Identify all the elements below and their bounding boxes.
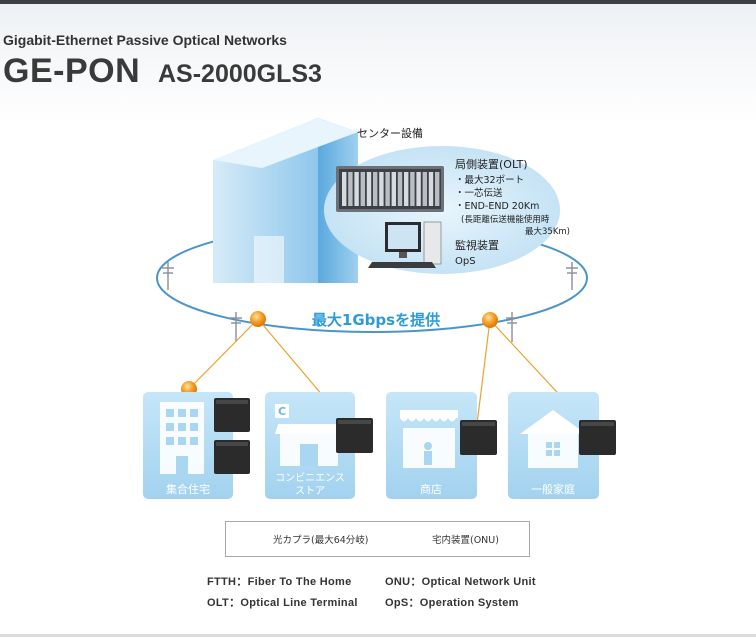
olt-slot bbox=[410, 172, 415, 206]
utility-pole-icon bbox=[566, 262, 578, 290]
building-convenience-store: C コンビニエンス ストア bbox=[265, 392, 355, 499]
onu-device-icon bbox=[336, 418, 373, 453]
olt-note-long-distance: (長距離伝送機能使用時 bbox=[461, 214, 550, 225]
olt-spec-ports: ・最大32ポート bbox=[455, 174, 524, 186]
header-background bbox=[0, 4, 756, 124]
building-label-convenience-line2: ストア bbox=[295, 486, 325, 497]
page-subtitle: Gigabit-Ethernet Passive Optical Network… bbox=[3, 32, 287, 48]
building-shop: 商店 bbox=[386, 392, 477, 499]
legend-coupler-label: 光カプラ(最大64分岐) bbox=[273, 535, 369, 546]
olt-device-icon bbox=[336, 166, 444, 212]
abbr-ftth: FTTH：Fiber To The Home bbox=[207, 576, 352, 588]
olt-slot bbox=[435, 172, 440, 206]
building-house: 一般家庭 bbox=[508, 392, 599, 499]
ops-label: OpS bbox=[455, 256, 476, 267]
store-sign-letter: C bbox=[278, 405, 286, 418]
olt-note-max: 最大35Km) bbox=[525, 226, 570, 237]
olt-slot bbox=[422, 172, 427, 206]
olt-slot bbox=[404, 172, 409, 206]
model-name: AS-2000GLS3 bbox=[158, 60, 322, 88]
ops-title: 監視装置 bbox=[455, 238, 499, 252]
olt-title: 局側装置(OLT) bbox=[455, 158, 528, 171]
building-label-shop: 商店 bbox=[420, 482, 442, 496]
onu-device-icon bbox=[460, 420, 497, 455]
ops-pc-icon bbox=[368, 221, 442, 268]
page-title: GE-PON bbox=[3, 52, 141, 90]
onu-device-icon bbox=[579, 420, 616, 455]
top-rule bbox=[0, 0, 756, 4]
building-label-apartment: 集合住宅 bbox=[166, 482, 210, 496]
abbr-ops: OpS：Operation System bbox=[385, 597, 519, 609]
olt-slot bbox=[373, 172, 378, 206]
onu-device-icon bbox=[214, 398, 250, 432]
utility-pole-icon bbox=[506, 312, 518, 342]
abbr-olt: OLT：Optical Line Terminal bbox=[207, 597, 358, 609]
optical-coupler-icon bbox=[250, 311, 266, 327]
olt-slot bbox=[342, 172, 347, 206]
abbr-onu: ONU：Optical Network Unit bbox=[385, 576, 536, 588]
utility-pole-icon bbox=[162, 262, 174, 290]
olt-slot bbox=[428, 172, 434, 206]
optical-coupler-icon bbox=[482, 312, 498, 328]
olt-slot bbox=[360, 172, 365, 206]
olt-slot bbox=[391, 172, 396, 206]
olt-slot bbox=[385, 172, 390, 206]
olt-spec-single-fiber: ・一芯伝送 bbox=[455, 187, 503, 199]
building-label-convenience-line1: コンビニエンス bbox=[275, 472, 345, 484]
olt-slot bbox=[379, 172, 384, 206]
olt-slot bbox=[366, 172, 372, 206]
olt-spec-distance: ・END-END 20Km bbox=[455, 201, 539, 212]
center-facility-label: センター設備 bbox=[357, 126, 423, 140]
bottom-rule bbox=[0, 634, 756, 637]
olt-slot bbox=[354, 172, 359, 206]
legend-box bbox=[225, 521, 530, 557]
olt-slot bbox=[348, 172, 353, 206]
building-apartment: 集合住宅 bbox=[143, 392, 233, 499]
speed-label: 最大1Gbpsを提供 bbox=[312, 311, 440, 329]
onu-device-icon bbox=[214, 440, 250, 474]
olt-slot bbox=[397, 172, 403, 206]
building-label-house: 一般家庭 bbox=[531, 482, 575, 496]
legend-onu-label: 宅内装置(ONU) bbox=[432, 535, 499, 546]
olt-slot bbox=[416, 172, 421, 206]
utility-pole-icon bbox=[230, 312, 242, 342]
